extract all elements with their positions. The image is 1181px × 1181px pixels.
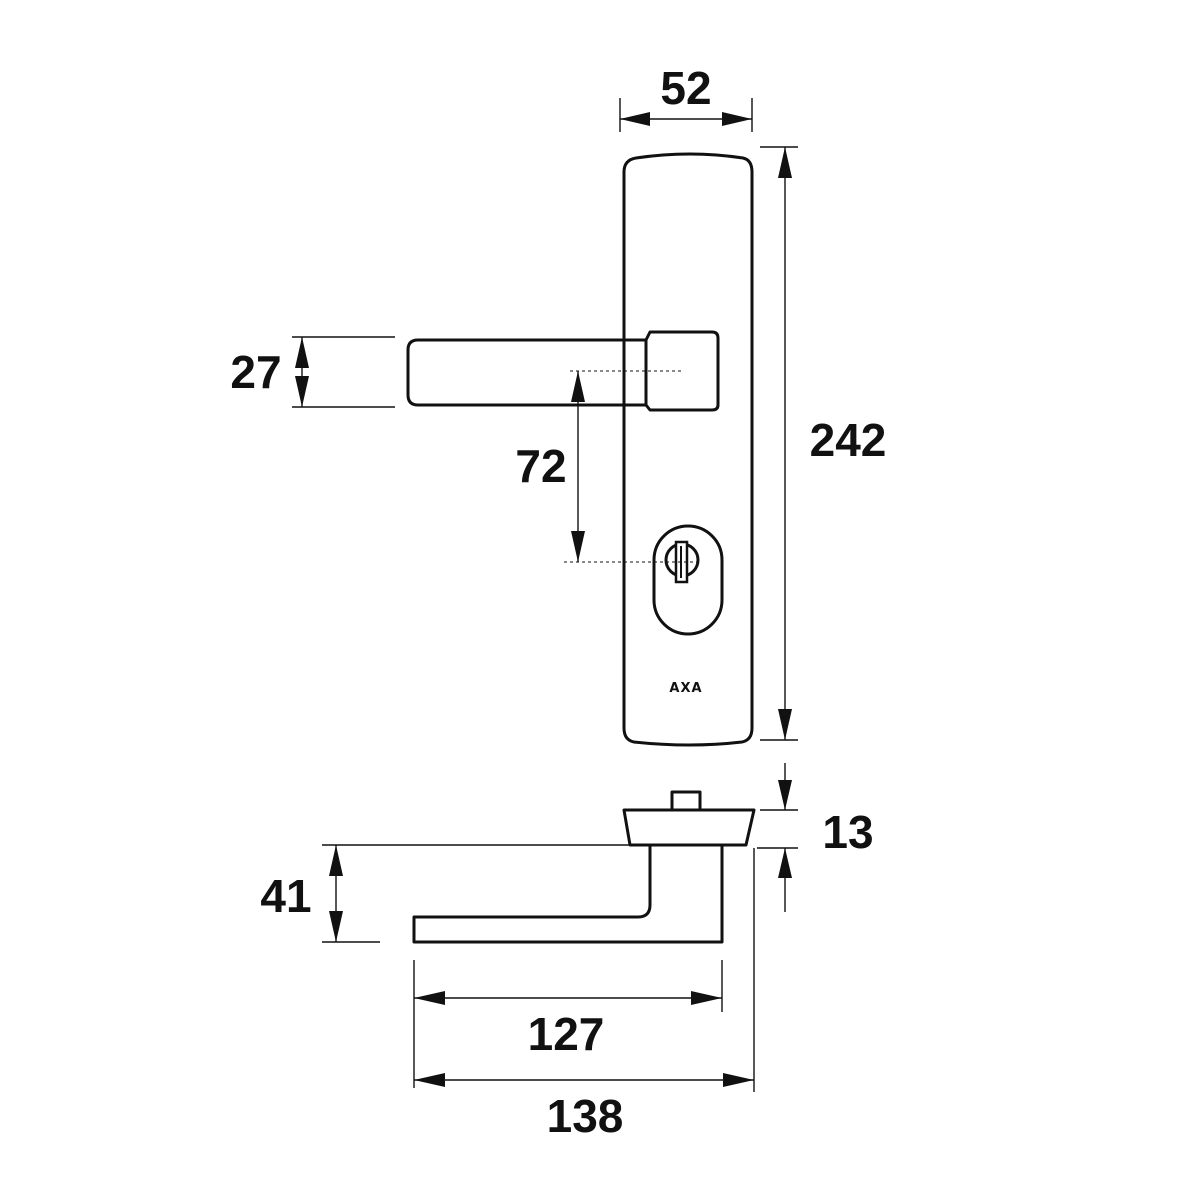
dimension-plate-width: 52	[619, 62, 753, 132]
side-turn-knob	[670, 790, 702, 812]
label-total-length: 138	[547, 1090, 624, 1142]
label-handle-thickness: 27	[230, 346, 281, 398]
brand-logo: AXA	[669, 681, 702, 696]
label-handle-length: 127	[528, 1008, 605, 1060]
back-plate	[622, 152, 754, 747]
cylinder-escutcheon	[652, 524, 724, 636]
front-view: AXA	[406, 152, 754, 747]
label-plate-height: 242	[810, 414, 887, 466]
label-handle-projection: 41	[260, 870, 311, 922]
label-handle-to-cylinder: 72	[515, 440, 566, 492]
dimension-rose-depth: 13	[757, 763, 874, 912]
label-plate-width: 52	[660, 62, 711, 114]
dimension-plate-height: 242	[760, 146, 887, 741]
dimension-handle-length: 127	[413, 960, 723, 1088]
dimension-handle-projection: 41	[260, 844, 650, 943]
side-view	[412, 790, 756, 944]
side-handle-profile	[412, 843, 724, 944]
dimension-handle-thickness: 27	[230, 336, 395, 408]
dimension-handle-to-cylinder: 72	[515, 371, 585, 562]
side-rose	[622, 808, 756, 847]
lever-handle-front	[406, 330, 720, 412]
label-rose-depth: 13	[822, 806, 873, 858]
dimension-total-length: 138	[414, 848, 755, 1142]
